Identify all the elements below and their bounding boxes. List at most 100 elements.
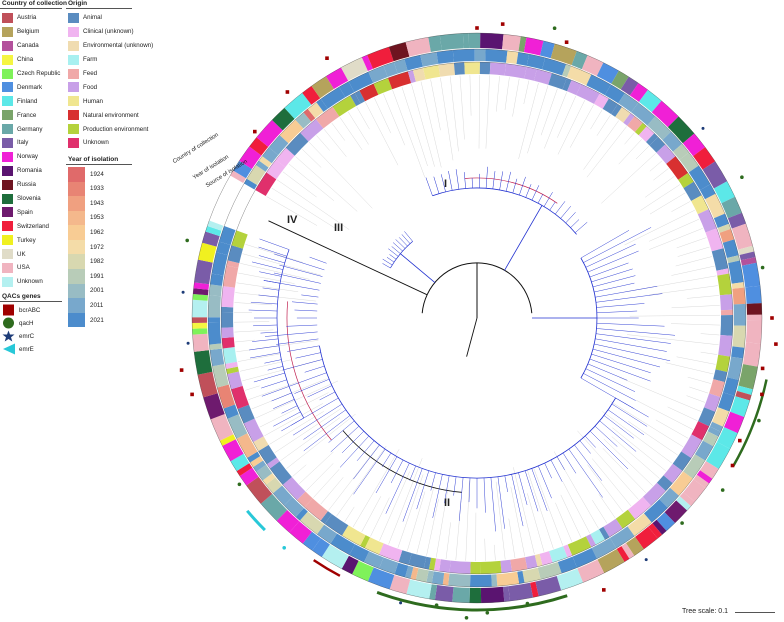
country-ring-segment	[406, 579, 432, 599]
clade-II-twig	[490, 477, 496, 532]
bcrabc-marker	[190, 392, 194, 397]
source-ring-segment	[221, 327, 234, 339]
qach-marker	[740, 175, 744, 179]
country-legend-label: Unknown	[17, 278, 43, 286]
clade-right-twig	[585, 368, 636, 392]
clade-left-twig	[252, 338, 279, 342]
source-ring-segment	[226, 366, 239, 375]
source-ring-segment	[373, 78, 393, 95]
year-ring-segment	[317, 524, 337, 544]
country-legend-item: Turkey	[0, 233, 62, 247]
clade-right-twig	[595, 333, 671, 344]
leaf-connector	[670, 323, 720, 326]
clade-left-twig	[249, 345, 279, 351]
country-ring-segment	[352, 560, 374, 582]
country-legend-label: Czech Republic	[17, 70, 61, 77]
country-ring-segment	[249, 137, 269, 156]
source-ring-segment	[223, 265, 239, 288]
clade-I-twig	[560, 206, 571, 219]
clade-I-twig	[531, 185, 540, 201]
country-ring-segment	[696, 470, 713, 484]
country-ring-segment	[276, 510, 300, 533]
country-ring-segment	[724, 411, 745, 434]
clade-left-twig	[258, 294, 279, 298]
leaf-connector	[496, 76, 500, 112]
country-ring-segment	[191, 317, 207, 323]
leaf-connector	[306, 463, 334, 491]
clade-II-twig	[511, 474, 524, 527]
source-ring-segment	[407, 70, 416, 84]
leaf-connector	[271, 187, 337, 229]
country-ring-segment	[205, 226, 222, 237]
year-ring-segment	[718, 392, 735, 412]
ring-outline	[207, 48, 747, 588]
leaf-connector	[440, 77, 454, 161]
country-ring-segment	[361, 55, 373, 71]
clade-II-twig	[453, 476, 457, 496]
leaf-connector	[280, 417, 341, 461]
country-ring-segment	[302, 531, 321, 551]
qach-marker	[525, 601, 530, 606]
leaf-connector	[603, 438, 653, 486]
leaf-connector	[244, 385, 260, 391]
clade-III-twig	[395, 239, 406, 249]
year-ring-segment	[526, 54, 546, 70]
source-ring-segment	[255, 172, 277, 196]
leaf-connector	[328, 443, 381, 511]
leaf-connector	[527, 493, 545, 552]
qach-marker	[760, 265, 765, 270]
source-ring-segment	[275, 147, 295, 168]
year-ring-segment	[647, 116, 671, 140]
year-ring-segment	[470, 574, 492, 587]
leaf-connector	[309, 142, 373, 209]
source-ring-segment	[222, 347, 237, 364]
source-ring-segment	[691, 421, 709, 441]
leaf-connector	[601, 153, 656, 204]
origin-legend-swatch	[68, 40, 79, 51]
year-ring-segment	[688, 165, 711, 191]
qach-marker	[485, 611, 490, 615]
clade-I-twig	[519, 176, 526, 196]
leaf-connector	[416, 487, 434, 554]
clade-left-twig	[261, 386, 290, 397]
bcrabc-band	[313, 559, 341, 577]
leaf-connector	[234, 302, 273, 306]
source-ring-segment	[285, 132, 309, 156]
ring-outline	[220, 61, 734, 575]
source-ring-segment	[549, 546, 568, 563]
country-ring-segment	[629, 83, 648, 102]
source-ring-segment	[681, 434, 702, 459]
country-legend-label: Slovenia	[17, 195, 41, 203]
year-legend-label: 1962	[90, 229, 104, 237]
source-ring-segment	[715, 354, 731, 372]
year-ring-segment	[299, 511, 325, 535]
year-ring-segment	[474, 48, 486, 62]
year-ring-segment	[731, 282, 745, 289]
clade-II-twig	[607, 409, 645, 436]
leaf-connector	[687, 376, 712, 384]
year-ring-segment	[247, 451, 261, 463]
clade-II-red-arc	[286, 301, 332, 441]
leaf-connector	[264, 403, 323, 436]
country-ring-segment	[597, 549, 625, 574]
year-ring-segment	[284, 497, 304, 517]
country-ring-segment	[405, 37, 431, 57]
leaf-connector	[667, 406, 698, 421]
clade-III-twig	[392, 242, 403, 252]
source-ring-segment	[388, 71, 412, 90]
country-ring-segment	[202, 231, 220, 247]
clade-right-twig	[594, 282, 635, 293]
source-ring-segment	[611, 104, 622, 117]
source-ring-segment	[534, 69, 552, 85]
origin-legend-label: Clinical (unknown)	[83, 28, 134, 36]
year-ring-segment	[683, 454, 706, 479]
country-legend-swatch	[2, 165, 13, 176]
country-legend-swatch	[2, 262, 13, 273]
country-legend-label: Italy	[17, 139, 29, 147]
clade-II-twig	[574, 444, 602, 481]
year-ring-segment	[727, 356, 743, 380]
country-ring-segment	[535, 576, 562, 597]
origin-legend-item: Production environment	[66, 122, 148, 136]
leaf-connector	[586, 126, 627, 178]
leaf-connector	[624, 132, 635, 145]
